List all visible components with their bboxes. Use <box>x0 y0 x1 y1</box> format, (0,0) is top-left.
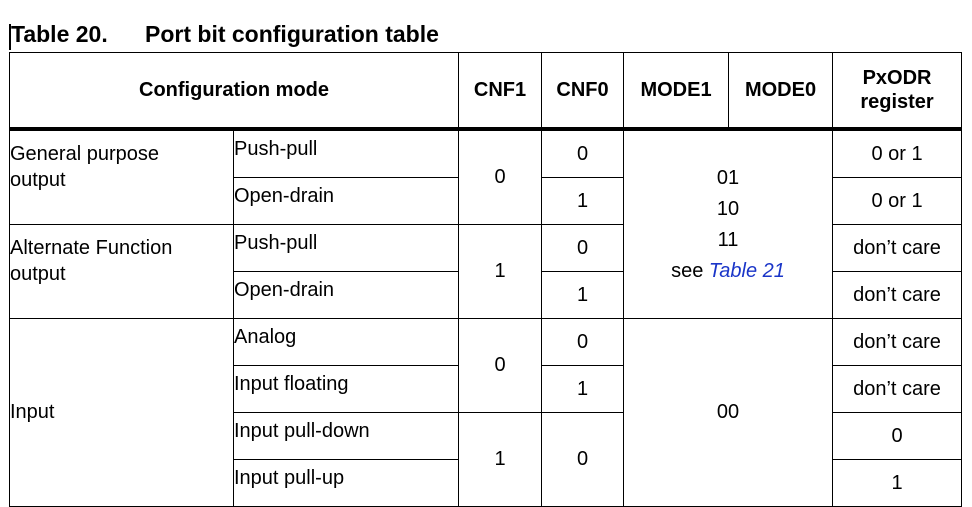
header-pxodr-line1: PxODR <box>862 67 932 89</box>
cnf0-cell: 0 <box>541 128 625 178</box>
cnf0-cell: 1 <box>541 177 625 225</box>
group-input: Input <box>9 318 234 507</box>
table-number: Table 20. <box>11 21 108 47</box>
table-row: Alternate Function output Push-pull 1 0 … <box>9 224 963 319</box>
header-pxodr-register: PxODR register <box>832 52 963 131</box>
mode-value-01: 01 <box>716 166 740 189</box>
pxodr-cell: don’t care <box>832 271 963 319</box>
mode-output-cell: 01 10 11 see Table 21 <box>623 128 834 319</box>
group-gp-line2: output <box>10 169 66 191</box>
sub-mode-cell: Input pull-down <box>232 412 460 460</box>
header-cnf0: CNF0 <box>541 52 625 131</box>
table-title: Port bit configuration table <box>145 21 439 47</box>
mode-see-reference: see Table 21 <box>624 256 832 287</box>
sub-mode-cell: Input pull-up <box>232 459 460 507</box>
port-bit-configuration-table: Configuration mode CNF1 CNF0 MODE1 MODE0… <box>8 52 963 507</box>
header-configuration-mode: Configuration mode <box>8 52 460 131</box>
mode-see-prefix: see <box>671 259 709 282</box>
table-caption: Table 20. Port bit configuration table <box>11 18 439 50</box>
table-row: Open-drain 1 0 or 1 <box>10 177 963 225</box>
header-pxodr-line2: register <box>860 91 934 113</box>
cnf1-cell: 0 <box>458 318 543 413</box>
pxodr-cell: 1 <box>832 459 963 507</box>
caption-bar <box>9 24 11 50</box>
header-mode1: MODE1 <box>623 52 730 131</box>
group-gp-line1: General purpose <box>10 143 159 165</box>
pxodr-cell: don’t care <box>832 318 963 366</box>
group-alternate-function-output: Alternate Function output <box>9 224 234 319</box>
table-row: Input floating 1 don’t care <box>10 365 963 413</box>
sub-mode-cell: Open-drain <box>232 177 460 225</box>
cnf0-cell: 0 <box>541 412 625 507</box>
cnf0-cell: 0 <box>541 318 625 366</box>
header-cnf1: CNF1 <box>458 52 543 131</box>
pxodr-cell: 0 or 1 <box>832 128 963 178</box>
sub-mode-cell: Analog <box>232 318 460 366</box>
mode-value-11: 11 <box>717 228 739 251</box>
sub-mode-cell: Input floating <box>232 365 460 413</box>
table-row: General purpose output Push-pull 0 0 01 … <box>9 128 963 319</box>
cnf1-cell: 1 <box>458 224 543 319</box>
cnf0-cell: 0 <box>541 224 625 272</box>
mode-input-cell: 00 <box>623 318 834 507</box>
mode-output-values: 01 10 11 see Table 21 <box>624 163 832 287</box>
header-mode0: MODE0 <box>728 52 834 131</box>
header-row: Configuration mode CNF1 CNF0 MODE1 MODE0… <box>8 52 963 131</box>
pxodr-cell: 0 <box>832 412 963 460</box>
sub-mode-cell: Push-pull <box>232 128 460 178</box>
pxodr-cell: don’t care <box>832 365 963 413</box>
table-row: Input Analog 0 0 00 don’t care <box>9 318 963 507</box>
cnf0-cell: 1 <box>541 271 625 319</box>
group-af-line2: output <box>10 263 66 285</box>
table-21-link[interactable]: Table 21 <box>708 259 785 282</box>
pxodr-cell: don’t care <box>832 224 963 272</box>
group-general-purpose-output: General purpose output <box>9 128 234 225</box>
cnf0-cell: 1 <box>541 365 625 413</box>
mode-value-10: 10 <box>716 197 740 220</box>
cnf1-cell: 0 <box>458 128 543 225</box>
sub-mode-cell: Open-drain <box>232 271 460 319</box>
cnf1-cell: 1 <box>458 412 543 507</box>
pxodr-cell: 0 or 1 <box>832 177 963 225</box>
sub-mode-cell: Push-pull <box>232 224 460 272</box>
group-af-line1: Alternate Function <box>10 237 173 259</box>
